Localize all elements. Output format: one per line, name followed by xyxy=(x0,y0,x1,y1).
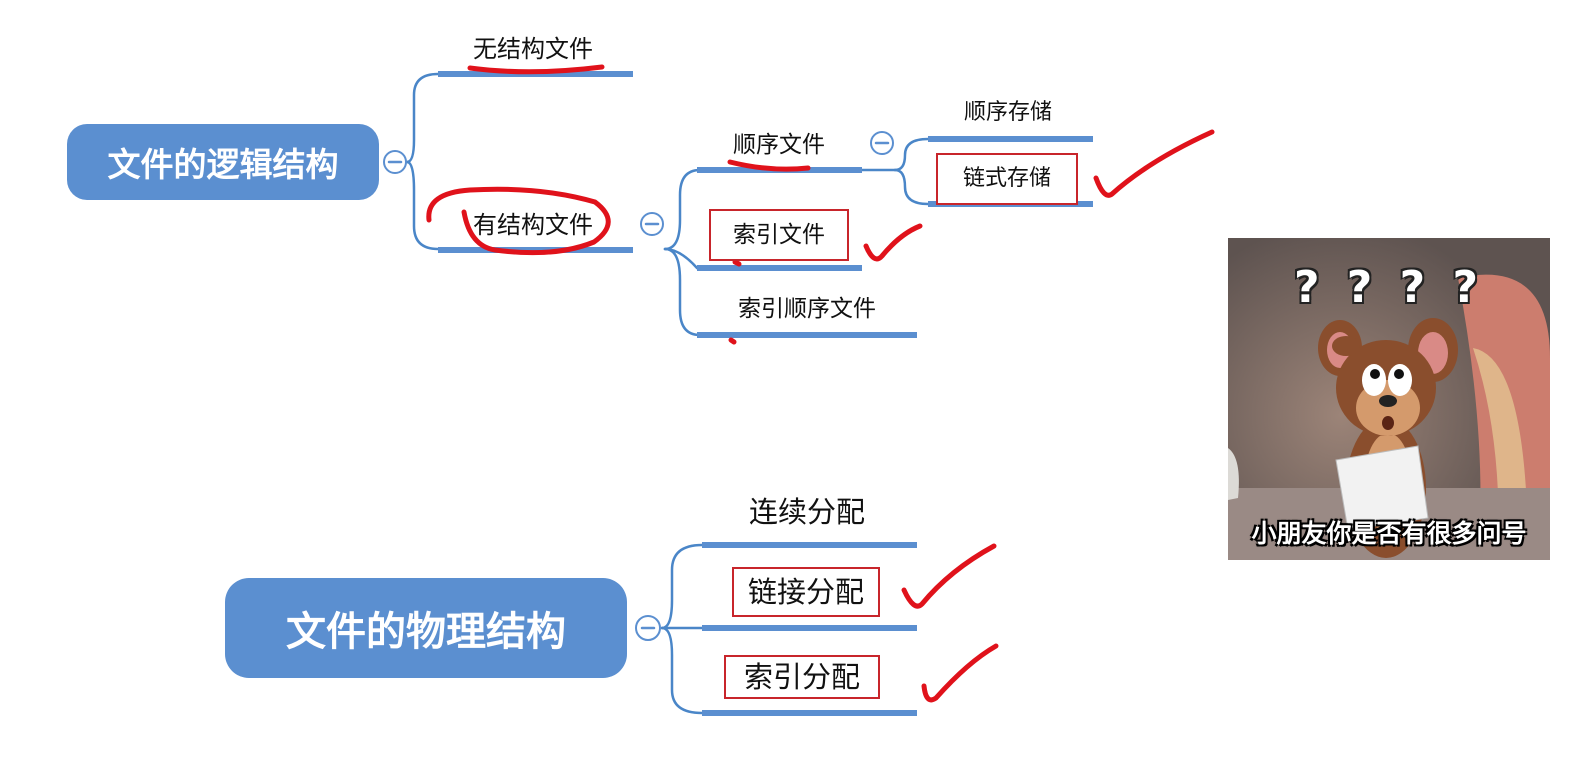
node-structured-file: 有结构文件 xyxy=(473,211,593,239)
red-dot-indexed xyxy=(732,259,742,267)
physical-structure-root: 文件的物理结构 xyxy=(225,578,627,678)
red-check-indexed xyxy=(863,223,923,262)
connector-physical-root xyxy=(660,543,704,630)
confused-cartoon-mouse-icon xyxy=(1228,238,1550,560)
red-underline-sequential xyxy=(727,159,811,172)
connector-logical-root xyxy=(405,72,440,164)
red-check-chain xyxy=(1093,129,1215,198)
node-contiguous-allocation: 连续分配 xyxy=(748,494,865,529)
connector-structured xyxy=(663,168,702,251)
red-circle-structured xyxy=(426,186,611,256)
node-indexed-sequential-file: 索引顺序文件 xyxy=(738,295,876,322)
red-underline-unstructured xyxy=(467,64,605,75)
connector-physical-lower xyxy=(660,626,704,715)
node-sequential-storage: 顺序存储 xyxy=(963,100,1052,125)
confused-mouse-meme: ? ? ? ? 小朋友你是否有很多问号 xyxy=(1228,238,1550,560)
node-indexed-file: 索引文件 xyxy=(709,209,849,261)
connector-structured-index xyxy=(663,247,699,270)
connector-logical-root-lower xyxy=(405,160,440,251)
node-chain-storage: 链式存储 xyxy=(936,153,1078,205)
meme-caption: 小朋友你是否有很多问号 xyxy=(1251,519,1527,548)
red-check-linked xyxy=(901,543,997,609)
node-linked-allocation: 链接分配 xyxy=(732,567,880,617)
connector-sequential-lower xyxy=(893,168,930,206)
question-marks: ? ? ? ? xyxy=(1293,262,1485,313)
node-sequential-file: 顺序文件 xyxy=(733,131,825,158)
node-index-allocation: 索引分配 xyxy=(724,655,880,699)
node-unstructured-file: 无结构文件 xyxy=(473,35,593,63)
connector-structured-lower xyxy=(663,247,702,337)
connector-sequential xyxy=(893,137,930,172)
logical-structure-root: 文件的逻辑结构 xyxy=(67,124,379,200)
red-check-index-alloc xyxy=(921,643,999,703)
red-dot-indexed-sequential xyxy=(728,337,737,345)
